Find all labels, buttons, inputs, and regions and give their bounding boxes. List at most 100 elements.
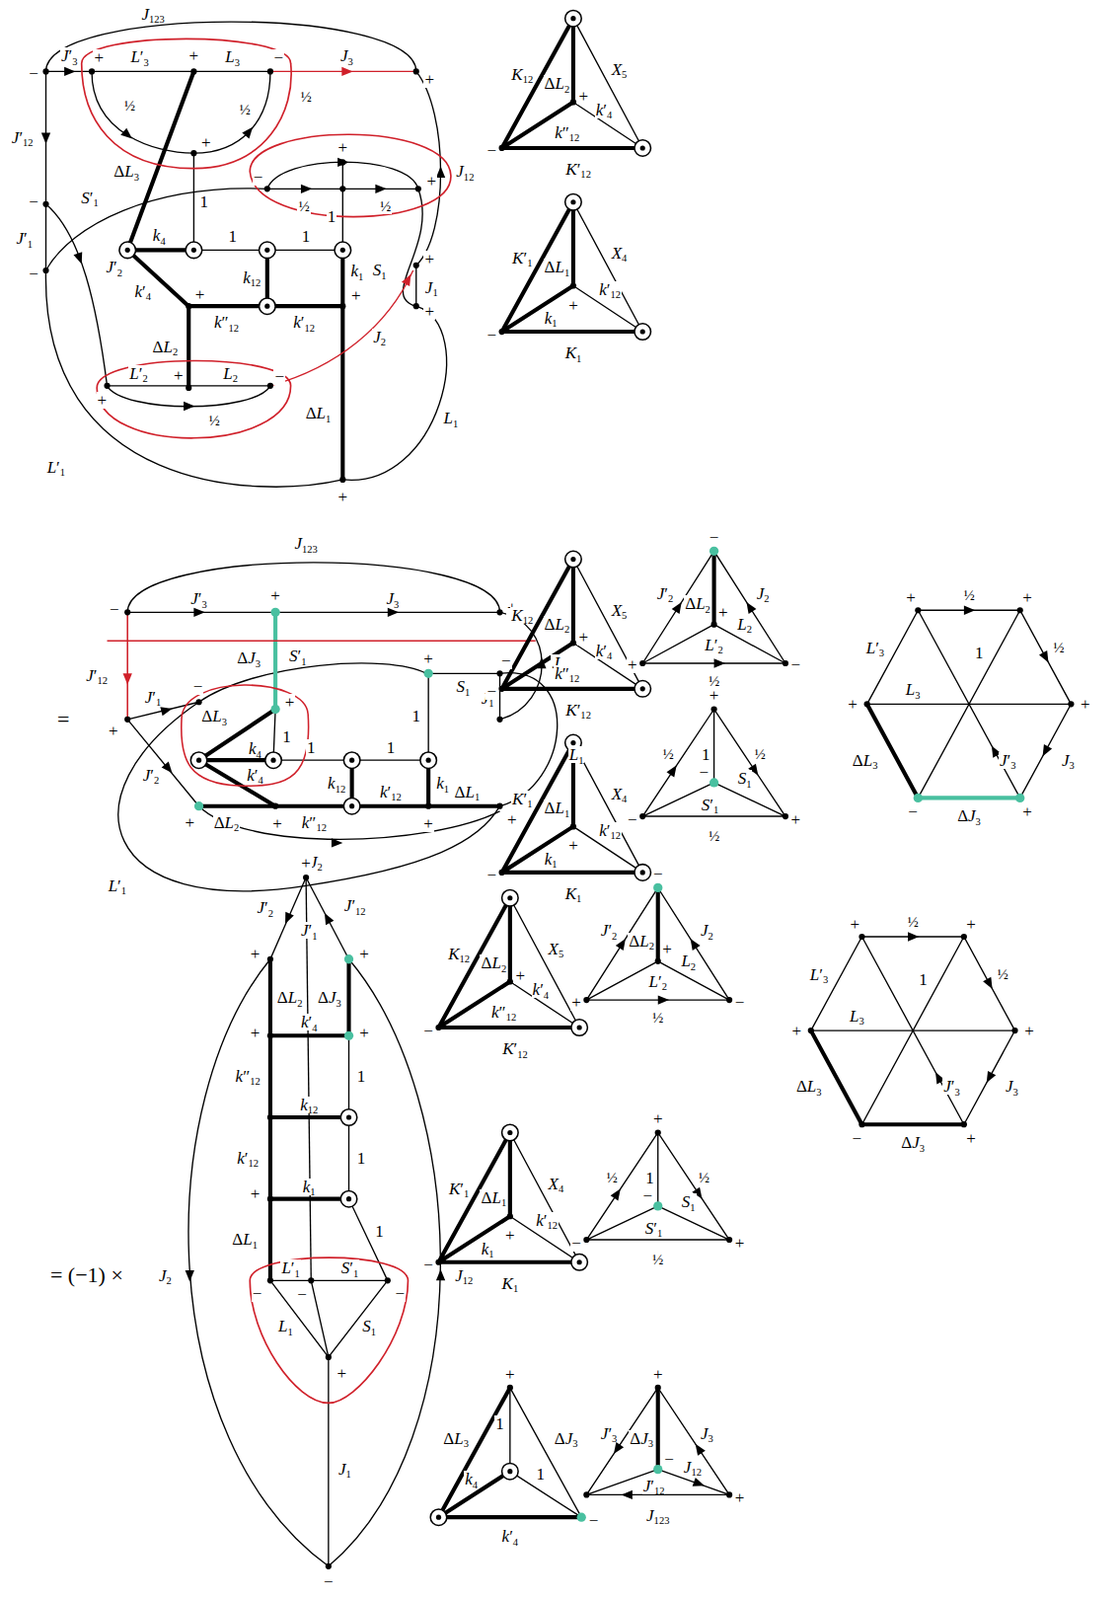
label-part: 4 [558,1183,564,1195]
graph-line [270,270,414,386]
math-label: ½ [297,199,310,215]
graph-symbol [507,1384,514,1391]
math-label: k4 [463,1470,479,1488]
math-label: S1 [454,677,471,695]
math-label: + [504,1226,517,1244]
label-part: J [340,46,349,66]
graph-symbol [583,883,733,1005]
math-label: L1 [443,409,460,427]
label-part: 3 [222,716,227,728]
label-part: Δ [629,1428,641,1448]
graph-symbol [42,267,49,274]
math-label: L1 [568,746,586,763]
graph-group [188,877,441,1567]
label-part: K [512,248,523,268]
label-part: L [281,1258,291,1277]
math-label: S1 [361,1317,377,1335]
label-part: Δ [554,1428,566,1448]
label-part: 1 [27,238,33,250]
graph-symbol [343,751,361,769]
label-part: 1 [121,885,127,896]
math-label: J2 [157,1267,173,1284]
label-part: K [502,1273,514,1293]
math-label: L2 [222,365,239,382]
label-part: k [379,782,388,802]
math-label: 1 [973,644,985,662]
math-label: − [393,1284,406,1302]
label-part: 1 [60,466,66,478]
graph-symbol [185,1269,195,1281]
graph-group [124,607,504,815]
graph-symbol [241,124,256,140]
label-part: 1 [551,317,557,329]
math-label: J′1 [144,688,163,706]
graph-symbol [119,241,137,259]
label-part: 3 [1010,759,1016,771]
label-part: k [596,100,604,120]
label-part: L [223,364,232,383]
label-part: J [911,1132,920,1152]
math-label: J′3 [599,1424,619,1442]
label-part: K [512,789,523,809]
label-part: Δ [305,403,317,423]
graph-line [107,639,536,642]
label-part: k [598,821,607,840]
label-part: ′ [151,687,156,707]
math-label: + [652,1110,665,1127]
math-label: + [504,1365,517,1383]
label-part: K [565,700,577,720]
label-part: 5 [621,609,627,621]
label-part: ′ [664,584,669,603]
math-label: ΔL2 [543,615,572,633]
label-part: ″ [308,813,316,832]
label-part: 3 [348,56,354,68]
label-part: 5 [558,948,564,960]
label-part: K [511,605,523,625]
math-label: + [96,391,109,409]
label-part: L [555,74,565,93]
label-part: 3 [72,56,77,68]
math-label: + [652,1365,665,1383]
label-part: k [350,261,359,281]
math-label: K12 [510,66,534,83]
math-label: ½ [378,199,392,215]
label-part: 12 [517,1048,528,1060]
math-label: ½ [752,746,766,762]
graph-group [118,562,558,892]
math-label: + [358,1024,371,1042]
graph-line [270,1196,350,1201]
graph-symbol [339,158,346,165]
graph-symbol [88,68,95,75]
graph-symbol [653,1464,663,1474]
math-label: + [423,302,436,320]
label-part: L [224,813,234,832]
graph-symbol [185,241,203,259]
math-label: J3 [339,47,355,65]
label-part: 1 [432,287,438,299]
label-part: K [511,65,523,84]
math-label: J′3 [60,47,79,65]
label-part: 1 [325,413,331,425]
math-label: K′12 [501,1040,529,1057]
math-label: K′12 [564,701,593,719]
graph-line [188,959,329,1567]
label-part: L [863,750,873,770]
label-part: X [548,1174,559,1194]
math-label: − [485,142,498,159]
math-label: S′1 [340,1259,360,1276]
graph-symbol [337,157,349,167]
label-part: Δ [443,1428,454,1448]
math-label: + [269,587,282,604]
label-part: 1 [371,1326,376,1338]
graph-line [270,1033,350,1038]
graph-line [270,1279,388,1357]
label-part: K [448,944,459,964]
math-label: ΔL2 [213,814,241,831]
graph-line [273,611,278,709]
label-part: ′ [139,364,144,383]
graph-symbol [413,302,420,309]
math-label: k12 [241,269,262,287]
label-part: J [425,278,434,298]
math-label: J123 [140,5,165,23]
math-label: k′12 [378,783,403,801]
